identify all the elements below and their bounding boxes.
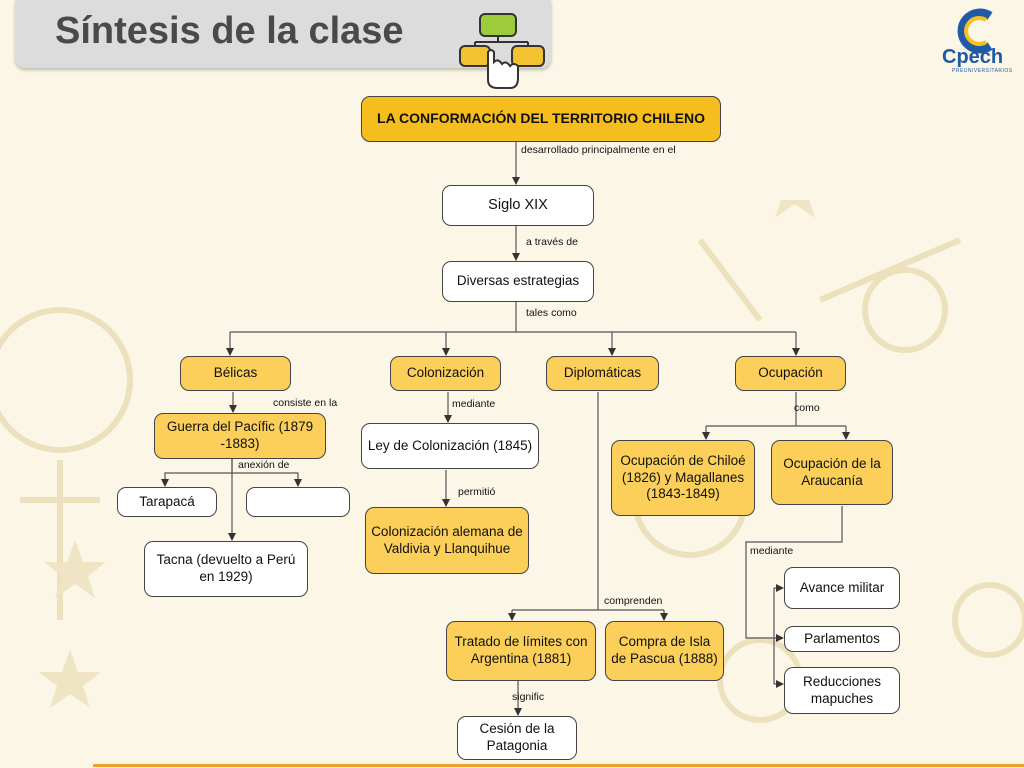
node-diversas-estrategias: Diversas estrategias [442,261,594,302]
node-colonizacion: Colonización [390,356,501,391]
node-avance-militar: Avance militar [784,567,900,609]
node-tarapaca: Tarapacá [117,487,217,517]
label-consiste: consiste en la [273,397,338,409]
node-tacna: Tacna (devuelto a Perú en 1929) [144,541,308,597]
node-ley-colonizacion: Ley de Colonización (1845) [361,423,539,469]
logo-subtext: PREUNIVERSITARIOS [952,68,1013,74]
node-siglo-xix: Siglo XIX [442,185,594,226]
label-tales-como: tales como [526,307,577,319]
node-diplomaticas: Diplomáticas [546,356,659,391]
node-colonizacion-alemana: Colonización alemana de Valdivia y Llanq… [365,507,529,574]
label-mediante-araucania: mediante [750,545,794,557]
label-como: como [794,402,820,414]
page-title: Síntesis de la clase [55,10,404,52]
node-isla-pascua: Compra de Isla de Pascua (1888) [605,621,724,681]
node-belicas: Bélicas [180,356,291,391]
node-ocupacion: Ocupación [735,356,846,391]
node-reducciones: Reducciones mapuches [784,667,900,714]
label-desarrollado: desarrollado principalmente en el [521,144,676,156]
label-a-traves: a través de [526,236,578,248]
label-permitio: permitió [458,486,496,498]
label-anexion: anexión de [238,459,290,471]
node-root: LA CONFORMACIÓN DEL TERRITORIO CHILENO [361,96,721,142]
node-tratado-limites: Tratado de límites con Argentina (1881) [446,621,596,681]
label-mediante-ley: mediante [452,398,496,410]
node-patagonia: Cesión de la Patagonia [457,716,577,760]
node-blank [246,487,350,517]
flowchart-click-icon [458,12,548,97]
label-comprenden: comprenden [604,595,663,607]
node-guerra-pacifico: Guerra del Pacífic (1879 -1883) [154,413,326,459]
node-parlamentos: Parlamentos [784,626,900,652]
node-chiloe-magallanes: Ocupación de Chiloé (1826) y Magallanes … [611,440,755,516]
bottom-rule [93,764,1024,767]
cpech-logo [938,6,1014,76]
node-araucania: Ocupación de la Araucanía [771,440,893,505]
logo-text: Cpech [942,46,1004,68]
label-signific: signific [512,691,545,703]
